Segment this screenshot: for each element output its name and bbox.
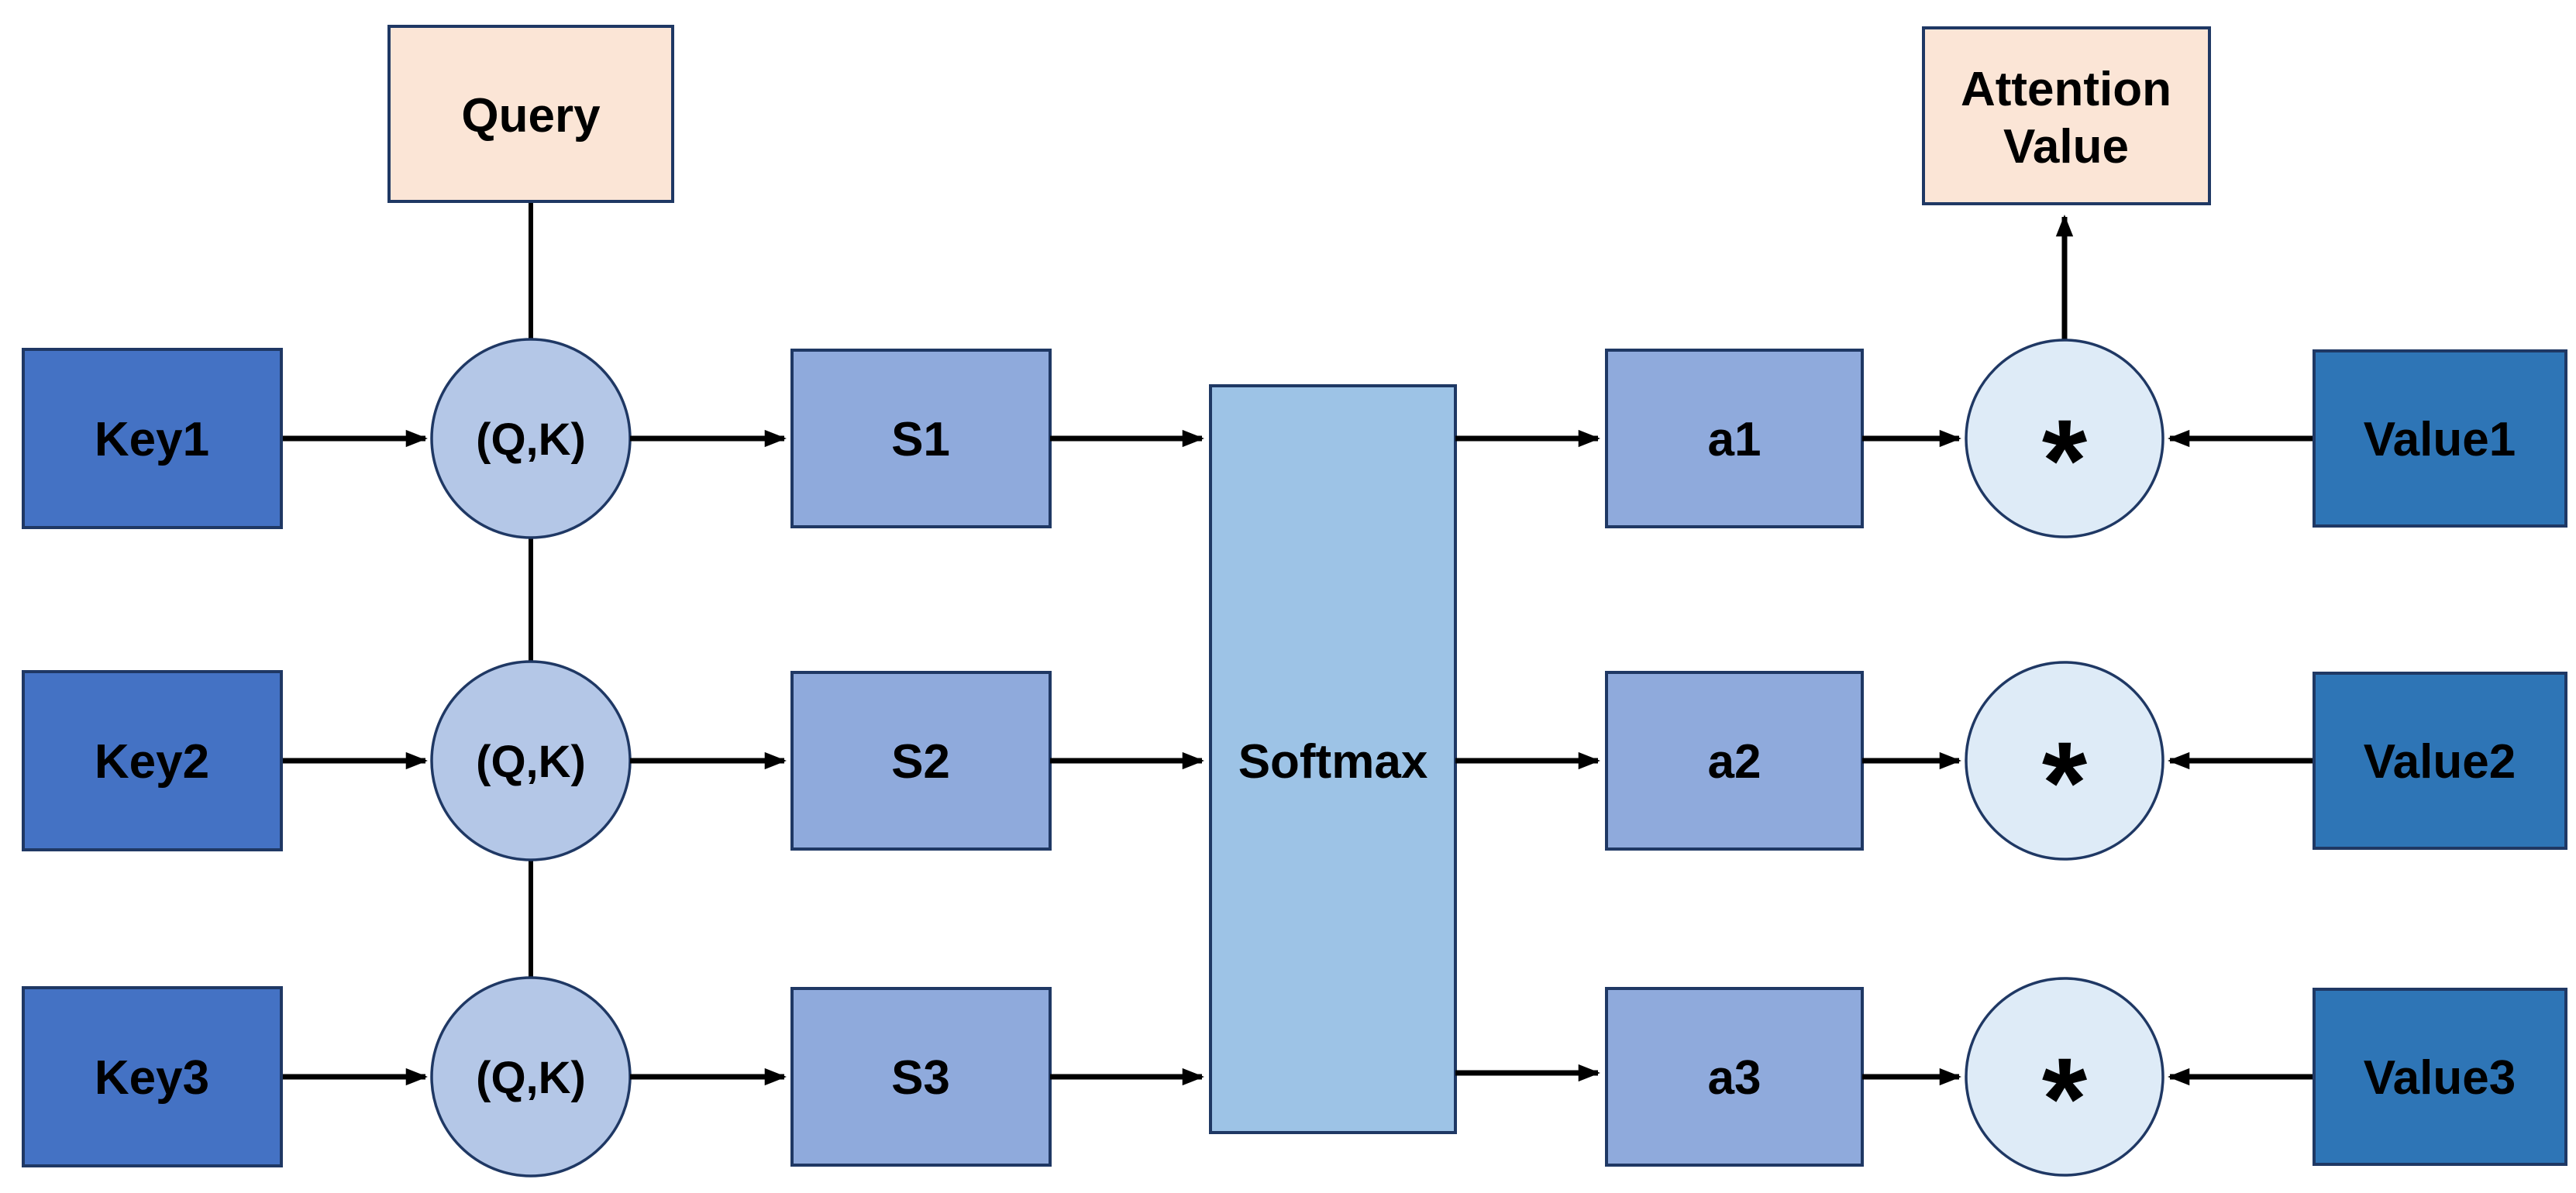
a1-box (1605, 349, 1864, 528)
a1-label: a1 (1708, 413, 1762, 466)
s3-box (790, 987, 1052, 1167)
qk-label-2: (Q,K) (476, 737, 586, 787)
qk-label-1: (Q,K) (476, 414, 586, 465)
s3-label: S3 (891, 1051, 950, 1105)
multiply-circle-1 (1965, 339, 2164, 538)
query-label: Query (461, 89, 601, 143)
attention-value-label-line2: Value (2003, 120, 2129, 174)
value3-box (2313, 988, 2567, 1166)
a2-label: a2 (1708, 735, 1762, 789)
multiply-circle-2 (1965, 661, 2164, 861)
a2-box (1605, 671, 1864, 851)
s2-label: S2 (891, 735, 950, 789)
value2-box (2313, 672, 2567, 850)
key1-label: Key1 (95, 413, 209, 466)
key2-box (22, 670, 283, 851)
value2-label: Value2 (2364, 735, 2516, 789)
multiply-label-1: * (2042, 395, 2088, 525)
key3-label: Key3 (95, 1051, 209, 1105)
qk-label-3: (Q,K) (476, 1053, 586, 1103)
key3-box (22, 986, 283, 1167)
a3-label: a3 (1708, 1051, 1762, 1105)
diagram-row-1: Key1 (Q,K) S1 a1 * Value1 (22, 338, 2567, 539)
value3-label: Value3 (2364, 1051, 2516, 1105)
key1-box (22, 348, 283, 529)
attention-value-label-line1: Attention (1961, 63, 2171, 116)
diagram-row-3: Key3 (Q,K) S3 a3 * Value3 (22, 976, 2567, 1178)
multiply-circle-3 (1965, 977, 2164, 1177)
diagram-row-2: Key2 (Q,K) S2 a2 * Value2 (22, 660, 2567, 861)
attention-value-box (1922, 26, 2211, 205)
softmax-box (1209, 384, 1457, 1134)
value1-label: Value1 (2364, 413, 2516, 466)
s1-box (790, 349, 1052, 528)
multiply-label-3: * (2042, 1033, 2088, 1164)
softmax-label: Softmax (1238, 735, 1428, 789)
key2-label: Key2 (95, 735, 209, 789)
query-box (387, 25, 674, 203)
s2-box (790, 671, 1052, 851)
value1-box (2313, 349, 2567, 528)
s1-label: S1 (891, 413, 950, 466)
multiply-label-2: * (2042, 717, 2088, 847)
